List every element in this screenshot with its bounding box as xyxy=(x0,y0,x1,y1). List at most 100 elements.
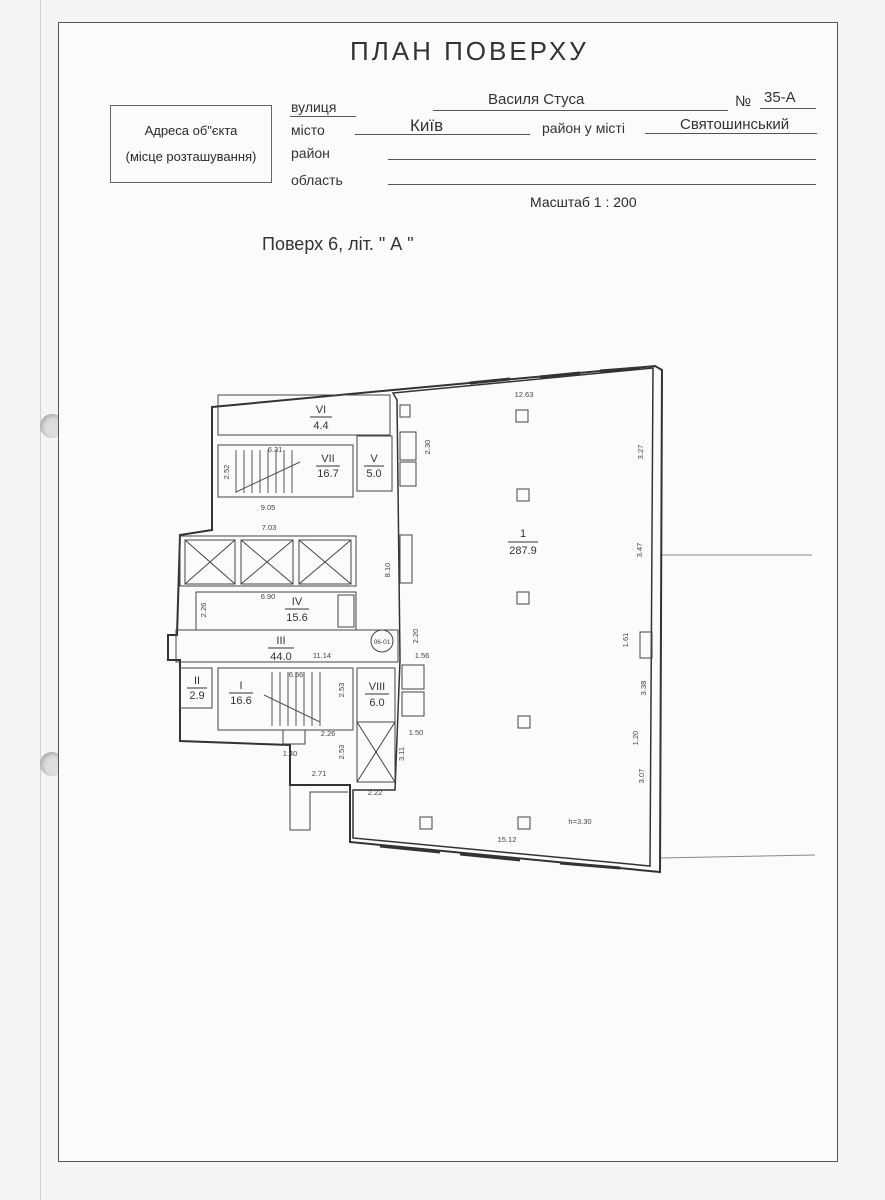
room-I-area: 16.6 xyxy=(230,695,251,707)
street-label-underline xyxy=(290,116,356,117)
street-value: Василя Стуса xyxy=(488,91,585,108)
dim-6-90: 6.90 xyxy=(261,592,276,601)
room-1-area: 287.9 xyxy=(509,545,537,557)
district-label: район xyxy=(291,145,330,161)
address-box-line2: (місце розташування) xyxy=(125,149,257,164)
scale-label: Масштаб 1 : 200 xyxy=(530,194,637,210)
dim-2-22: 2.22 xyxy=(368,788,383,797)
marker-label: 06-01 xyxy=(374,639,391,646)
address-box: Адреса об"єкта (місце розташування) xyxy=(110,105,272,183)
window-north-3 xyxy=(599,366,641,373)
shaft-3 xyxy=(399,534,413,584)
window-north-2 xyxy=(539,371,581,379)
elevator-lower-cross-2 xyxy=(356,721,396,783)
room-II-outline xyxy=(179,667,213,709)
shaft-6 xyxy=(639,631,653,659)
district-underline xyxy=(388,159,816,160)
dim-2-71: 2.71 xyxy=(312,769,327,778)
address-box-line1: Адреса об"єкта xyxy=(144,123,238,138)
room-VI-id: VI xyxy=(316,404,326,416)
room-VI-area: 4.4 xyxy=(313,420,328,432)
room-IV-area: 15.6 xyxy=(286,612,307,624)
room-V-area: 5.0 xyxy=(366,468,381,480)
page-title: ПЛАН ПОВЕРХУ xyxy=(350,36,589,66)
dim-2-53-b: 2.53 xyxy=(337,745,346,760)
district-city-underline xyxy=(645,133,817,134)
room-V-id: V xyxy=(370,453,378,465)
shaft-7 xyxy=(282,729,306,745)
dim-3-47: 3.47 xyxy=(635,543,644,558)
district-city-value: Святошинський xyxy=(680,116,790,133)
dim-8-10: 8.10 xyxy=(383,563,392,578)
ceiling-height: h=3.30 xyxy=(568,817,591,826)
dim-7-03: 7.03 xyxy=(262,523,277,532)
dim-2-26-b: 2.26 xyxy=(321,729,336,738)
number-label: № xyxy=(735,93,752,110)
room-I-id: I xyxy=(239,680,242,692)
number-value: 35-А xyxy=(764,89,796,106)
room-VIII-id: VIII xyxy=(369,681,386,693)
room-VIII-area: 6.0 xyxy=(369,697,384,709)
dim-2-26: 2.26 xyxy=(199,603,208,618)
document-sheet xyxy=(58,22,838,1162)
city-underline xyxy=(355,134,530,135)
marker-circle xyxy=(370,629,394,653)
room-1-id: 1 xyxy=(520,528,526,540)
room-III-id: III xyxy=(276,635,285,647)
annex-outline xyxy=(289,785,348,831)
column-2 xyxy=(516,488,530,502)
elevator-block-outline xyxy=(179,535,357,587)
region-underline xyxy=(388,184,816,185)
dim-1-40: 1.40 xyxy=(283,749,298,758)
shaft-2 xyxy=(399,461,417,487)
room-VII-outline xyxy=(217,444,354,498)
column-6 xyxy=(517,816,531,830)
region-label: область xyxy=(291,172,343,188)
room-II-id: II xyxy=(194,675,200,687)
dim-3-07: 3.07 xyxy=(637,769,646,784)
dim-6-56: 6.56 xyxy=(289,670,304,679)
stairs-VII xyxy=(235,450,301,493)
city-value: Київ xyxy=(410,116,444,135)
dim-3-38: 3.38 xyxy=(639,681,648,696)
floor-label: Поверх 6, літ. " А " xyxy=(262,234,414,254)
page-edge-line xyxy=(40,0,41,1200)
room-VII-area: 16.7 xyxy=(317,468,338,480)
dim-11-14: 11.14 xyxy=(313,651,331,660)
elevator-lower-outline xyxy=(356,721,396,783)
dim-2-52: 2.52 xyxy=(222,465,231,480)
city-label: місто xyxy=(291,122,325,138)
dim-3-27: 3.27 xyxy=(636,445,645,460)
room-VI-outline xyxy=(217,394,391,436)
column-1 xyxy=(515,409,529,423)
dim-12-63: 12.63 xyxy=(515,390,534,399)
column-5 xyxy=(419,816,433,830)
dim-1-61: 1.61 xyxy=(621,633,630,648)
street-underline xyxy=(433,110,728,111)
dim-6-31: 6.31 xyxy=(268,445,283,454)
dim-3-11: 3.11 xyxy=(397,747,406,761)
room-V-outline xyxy=(356,435,393,492)
column-4 xyxy=(517,715,531,729)
stairs-I xyxy=(263,672,321,726)
column-7 xyxy=(399,404,411,418)
room-IV-outline xyxy=(195,591,357,631)
dim-1-20: 1.20 xyxy=(631,731,640,746)
shaft-4 xyxy=(401,664,425,690)
room-1-outline xyxy=(352,367,654,867)
site-line-lower xyxy=(659,854,816,859)
dim-2-30: 2.30 xyxy=(423,440,432,455)
dim-15-12: 15.12 xyxy=(498,835,517,844)
shaft-5 xyxy=(401,691,425,717)
room-VII-id: VII xyxy=(321,453,334,465)
dim-1-56: 1.56 xyxy=(415,651,430,660)
room-VIII-outline xyxy=(356,667,396,723)
room-II-area: 2.9 xyxy=(189,690,204,702)
room-IV-id: IV xyxy=(292,596,303,608)
building-outline xyxy=(167,364,664,874)
room-III-outline xyxy=(175,629,399,663)
shaft-8 xyxy=(337,594,355,628)
district-city-label: район у місті xyxy=(542,120,625,136)
window-north-1 xyxy=(469,377,511,385)
